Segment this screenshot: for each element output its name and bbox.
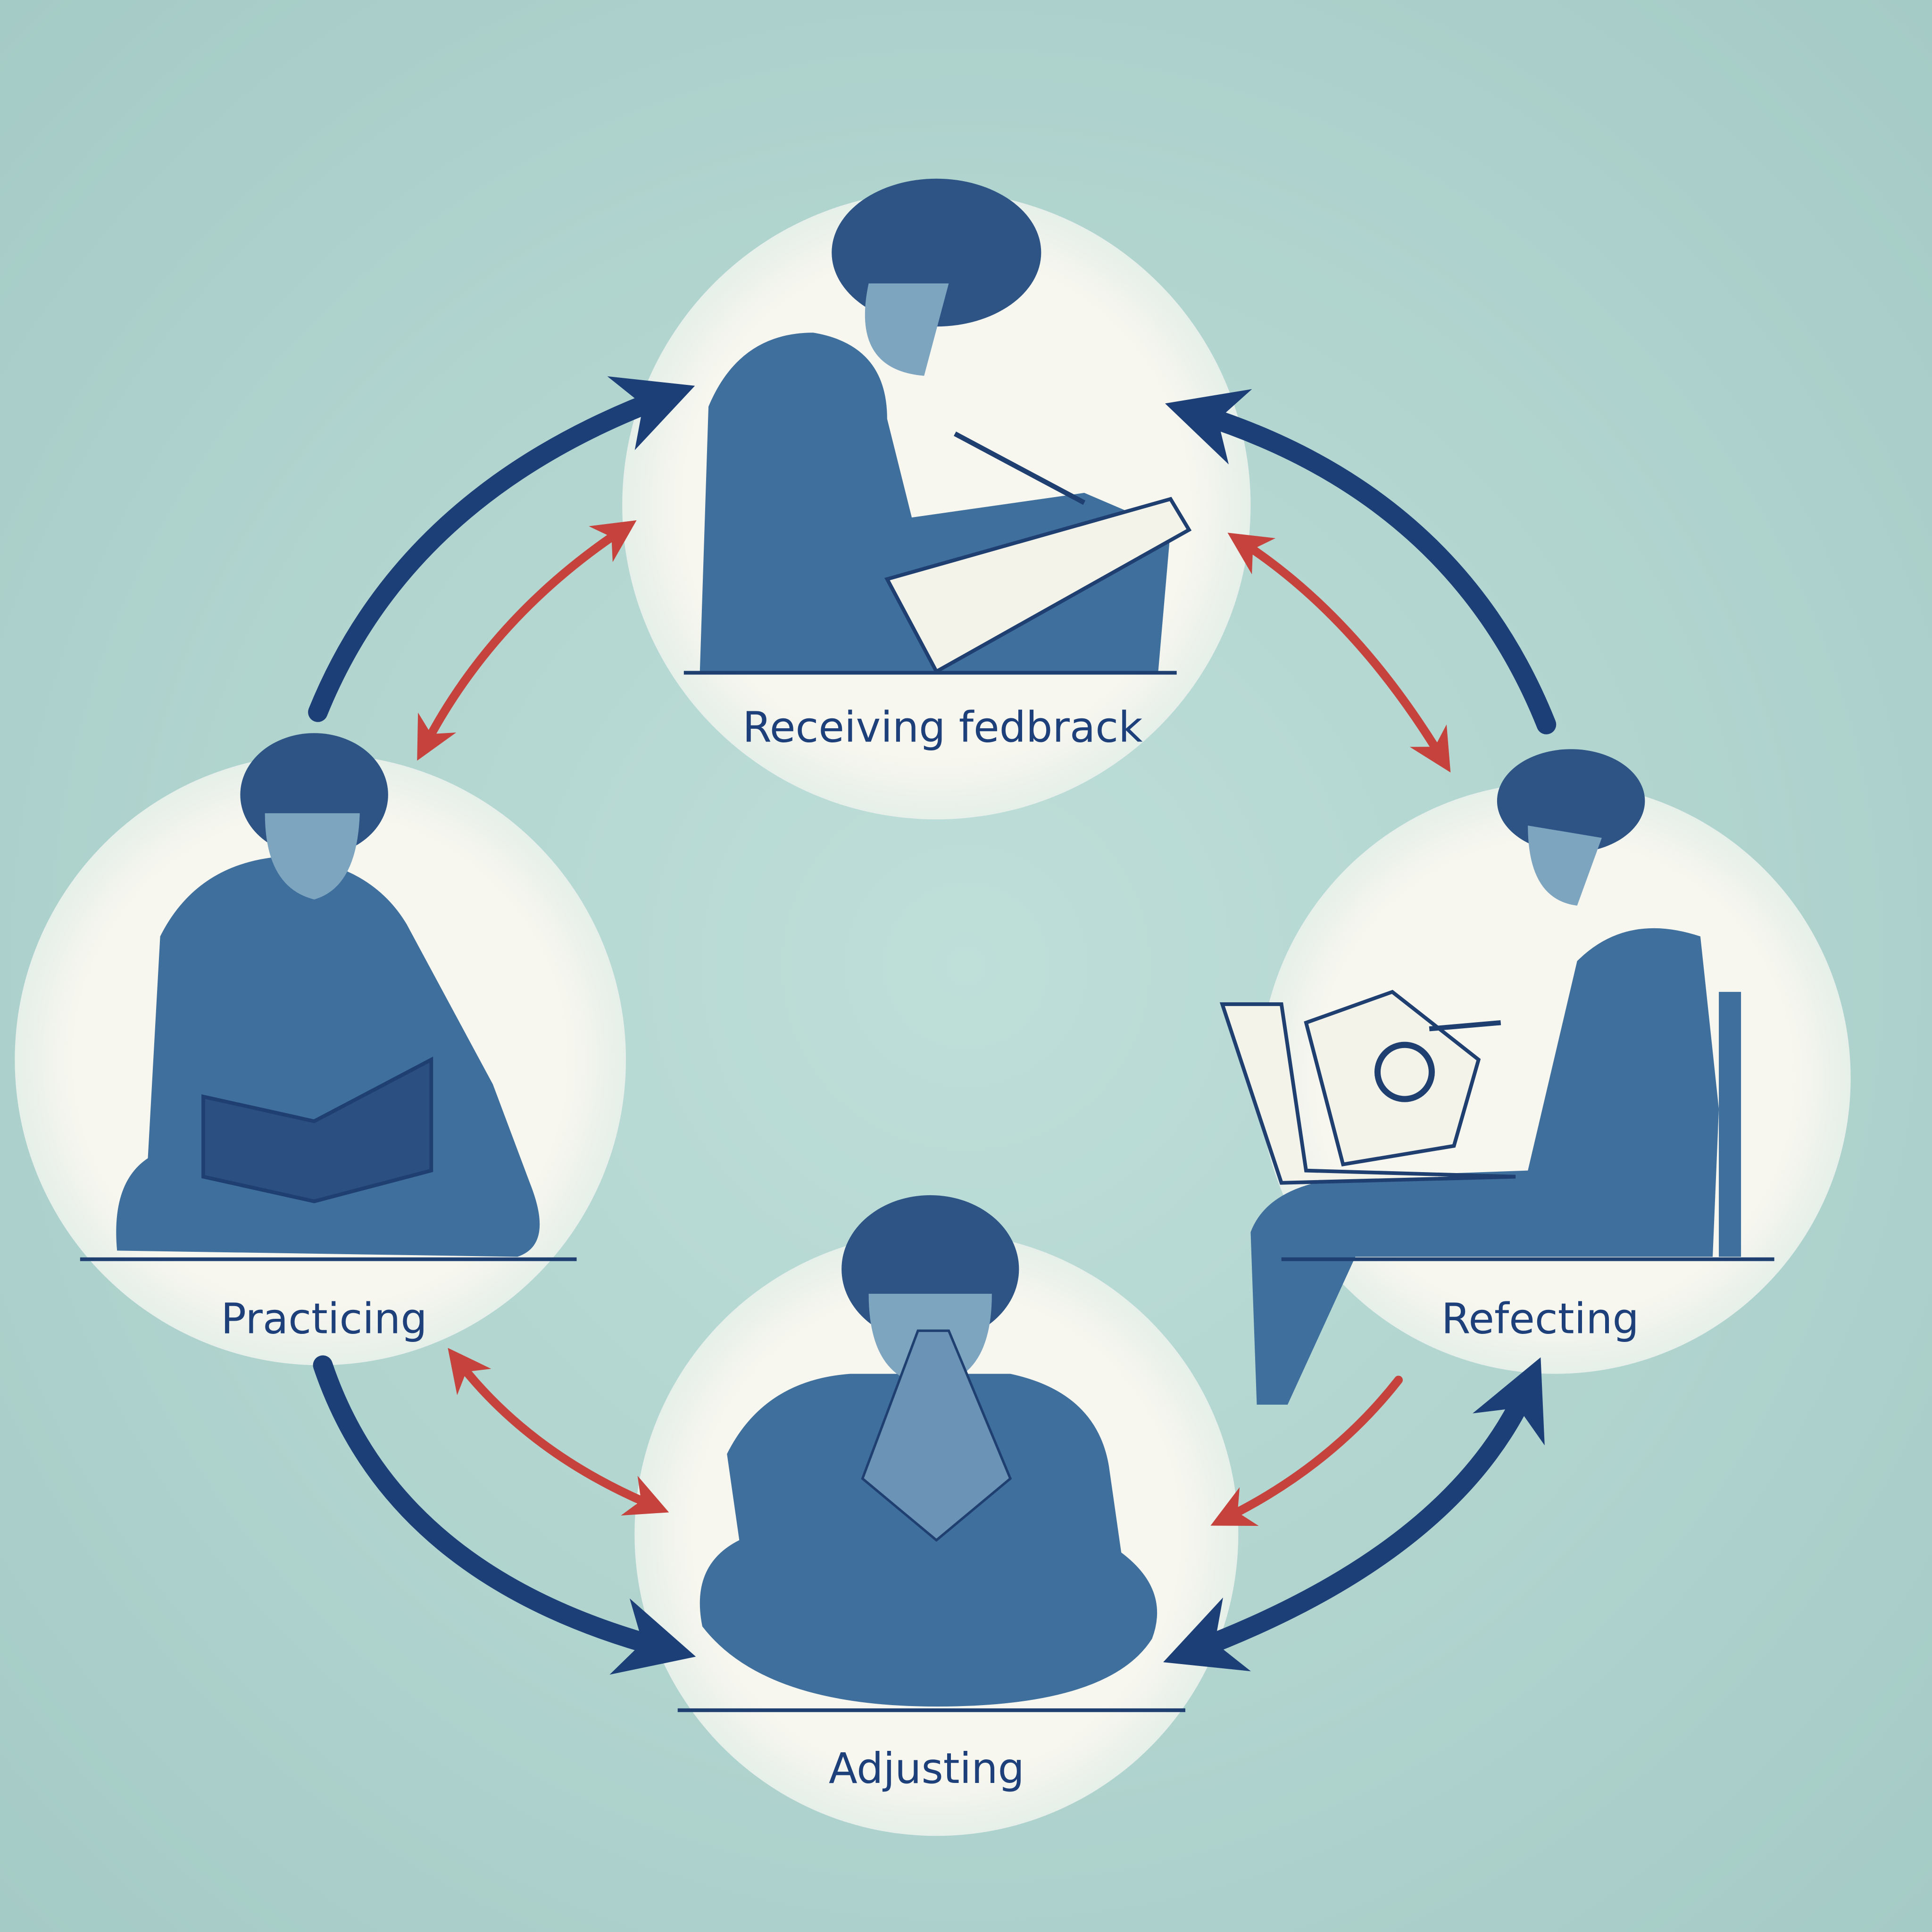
exchange-arrow-practicing-adjusting bbox=[448, 1348, 669, 1516]
exchange-arrow-practicing-receiving bbox=[417, 520, 637, 761]
stage-label-receiving: Receiving fedbrack bbox=[742, 703, 1143, 752]
cycle-arrow-practicing-to-adjusting bbox=[313, 1355, 696, 1675]
exchange-arrow-reflecting-to-adjusting bbox=[1210, 1375, 1403, 1526]
exchange-arrow-receiving-reflecting bbox=[1227, 533, 1451, 773]
figure-receiving-feedback bbox=[683, 178, 1192, 675]
stage-label-reflecting: Refecting bbox=[1441, 1294, 1639, 1343]
stage-label-adjusting: Adjusting bbox=[829, 1744, 1024, 1793]
cycle-arrow-reflecting-to-receiving bbox=[1165, 389, 1557, 734]
figure-adjusting bbox=[677, 1195, 1185, 1712]
stage-label-practicing: Practicing bbox=[221, 1294, 427, 1343]
figure-practicing bbox=[80, 733, 577, 1261]
figure-reflecting bbox=[1219, 749, 1774, 1405]
cycle-arrow-adjusting-reflecting bbox=[1163, 1357, 1545, 1672]
